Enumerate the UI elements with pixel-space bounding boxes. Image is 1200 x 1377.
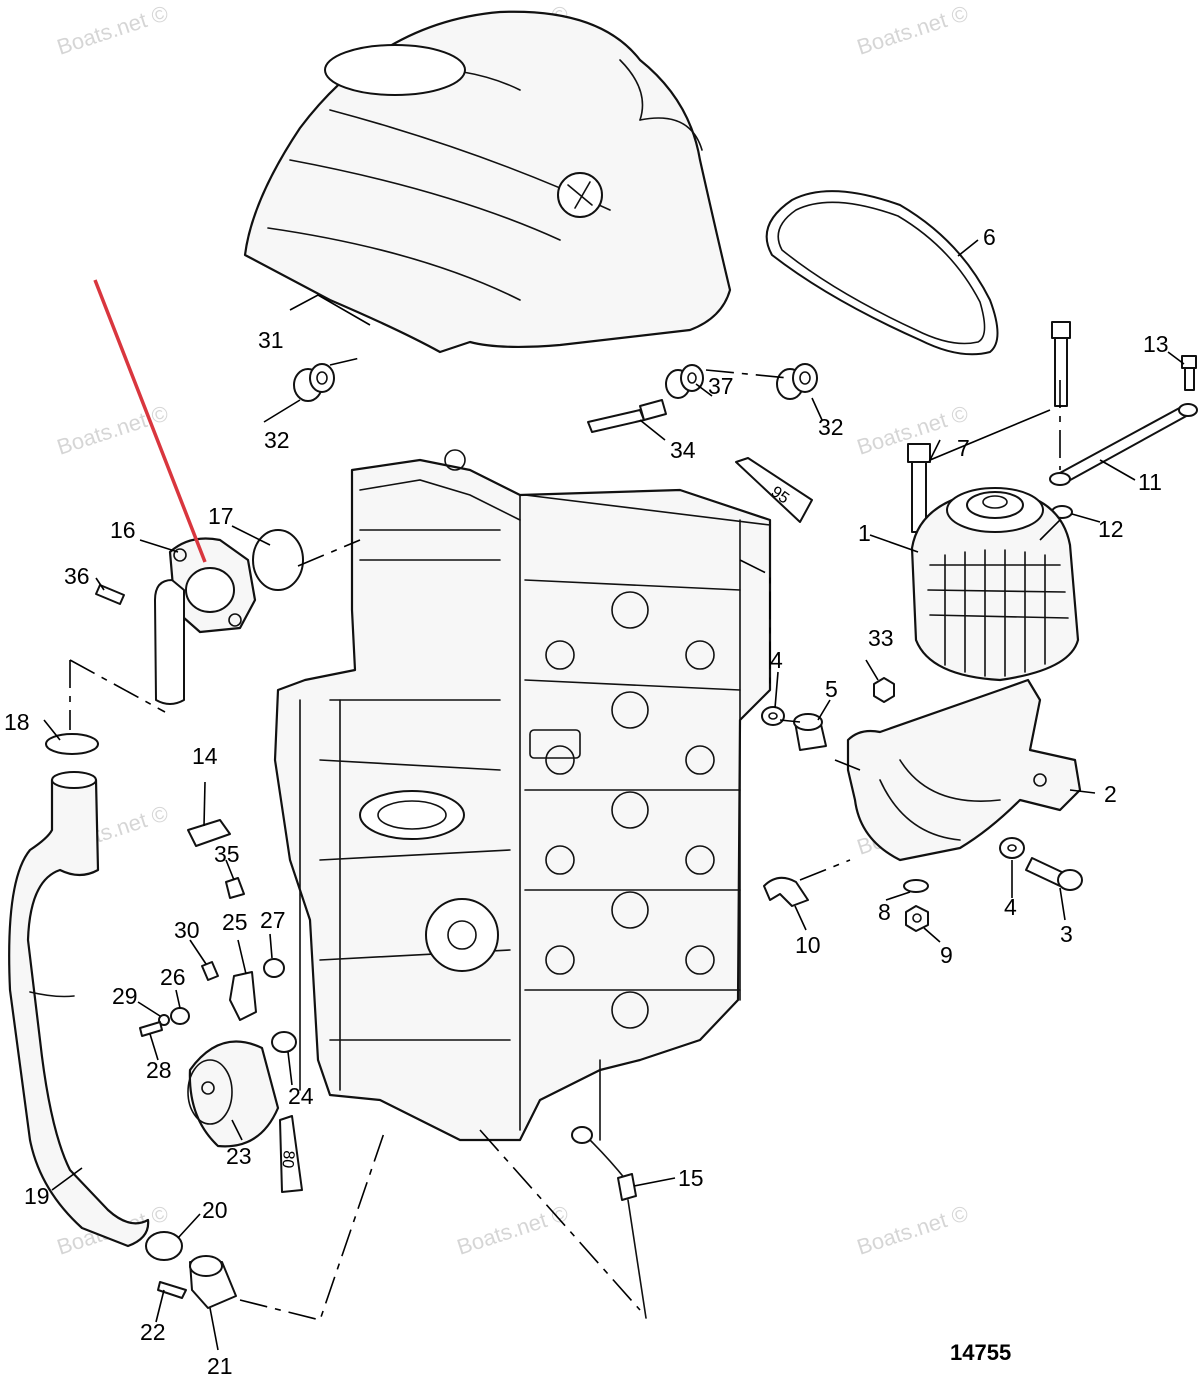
spacer-sleeve bbox=[793, 713, 827, 751]
diagram-id: 14755 bbox=[950, 1340, 1011, 1365]
flywheel-cover bbox=[243, 10, 732, 354]
callout-20: 20 bbox=[202, 1197, 228, 1223]
callout-32: 32 bbox=[818, 414, 844, 440]
callout-23: 23 bbox=[226, 1143, 252, 1169]
callout-12: 12 bbox=[1098, 516, 1124, 542]
bracket-bolt bbox=[1025, 857, 1083, 891]
callout-5: 5 bbox=[825, 676, 838, 702]
callout-4: 4 bbox=[1004, 894, 1017, 920]
watermark: Boats.net © bbox=[54, 0, 171, 59]
callout-4: 4 bbox=[770, 647, 783, 673]
drive-belt bbox=[765, 190, 999, 356]
callout-13: 13 bbox=[1143, 331, 1169, 357]
filter-fitting bbox=[271, 1031, 297, 1053]
fitting-bolt bbox=[157, 1281, 187, 1299]
callout-labels: 1 2 3 4 4 5 6 7 8 9 10 11 12 13 14 15 16… bbox=[4, 224, 1169, 1377]
callout-37: 37 bbox=[708, 373, 734, 399]
stud-bolt bbox=[587, 399, 667, 433]
callout-6: 6 bbox=[983, 224, 996, 250]
callout-17: 17 bbox=[208, 503, 234, 529]
hex-nut bbox=[873, 677, 895, 703]
callout-15: 15 bbox=[678, 1165, 704, 1191]
grommet-center bbox=[665, 364, 704, 399]
alternator-bracket bbox=[846, 678, 1082, 862]
callout-2: 2 bbox=[1104, 781, 1117, 807]
hose-clamp-upper bbox=[45, 733, 99, 755]
callout-31: 31 bbox=[258, 327, 284, 353]
callout-16: 16 bbox=[110, 517, 136, 543]
callout-3: 3 bbox=[1060, 921, 1073, 947]
small-bolt bbox=[1181, 355, 1197, 391]
cable-clamp bbox=[763, 876, 809, 907]
callout-9: 9 bbox=[940, 942, 953, 968]
small-hardware bbox=[139, 958, 285, 1037]
callout-36: 36 bbox=[64, 563, 90, 589]
alternator bbox=[910, 487, 1080, 682]
callout-10: 10 bbox=[795, 932, 821, 958]
callout-1: 1 bbox=[858, 520, 871, 546]
watermark: Boats.net © bbox=[854, 0, 971, 59]
alternator-bolt-lower bbox=[907, 443, 931, 533]
dipstick bbox=[571, 1126, 647, 1319]
sealant-tube-label: 80 bbox=[278, 1150, 296, 1169]
callout-21: 21 bbox=[207, 1353, 233, 1377]
callout-14: 14 bbox=[192, 743, 218, 769]
engine-block bbox=[273, 449, 772, 1142]
callout-34: 34 bbox=[670, 437, 696, 463]
washer-small bbox=[903, 879, 929, 893]
coolant-hose bbox=[8, 771, 150, 1248]
callout-7: 7 bbox=[957, 435, 970, 461]
callout-35: 35 bbox=[214, 841, 240, 867]
callout-19: 19 bbox=[24, 1183, 50, 1209]
red-pointer-line bbox=[93, 279, 207, 563]
hose-clamp-lower bbox=[145, 1231, 183, 1261]
locknut bbox=[905, 905, 929, 932]
watermark: Boats.net © bbox=[854, 1200, 971, 1259]
temperature-sensor bbox=[187, 819, 231, 847]
callout-33: 33 bbox=[868, 625, 894, 651]
thermostat-gasket bbox=[252, 529, 304, 591]
leader-lines bbox=[43, 239, 1185, 1351]
tie-rod bbox=[1049, 403, 1198, 486]
callout-25: 25 bbox=[222, 909, 248, 935]
callout-24: 24 bbox=[288, 1083, 314, 1109]
hose-fitting bbox=[189, 1255, 237, 1309]
callout-11: 11 bbox=[1138, 469, 1162, 495]
grommet-left bbox=[293, 363, 335, 402]
callout-22: 22 bbox=[140, 1319, 166, 1345]
callout-28: 28 bbox=[146, 1057, 172, 1083]
spacer-washer bbox=[761, 706, 785, 726]
sealant-tube-95: 95 bbox=[735, 457, 813, 523]
callout-29: 29 bbox=[112, 983, 138, 1009]
bracket-washer bbox=[999, 837, 1025, 859]
alternator-bolt-upper bbox=[1051, 321, 1071, 407]
thermostat-bolt bbox=[95, 584, 125, 605]
assembly-lines bbox=[69, 357, 1061, 1321]
callout-26: 26 bbox=[160, 964, 186, 990]
sealant-tube-80: 80 bbox=[278, 1115, 303, 1193]
callout-32: 32 bbox=[264, 427, 290, 453]
callout-8: 8 bbox=[878, 899, 891, 925]
thermostat-housing bbox=[154, 537, 257, 705]
callout-30: 30 bbox=[174, 917, 200, 943]
callout-18: 18 bbox=[4, 709, 30, 735]
plug-fitting bbox=[225, 877, 245, 899]
callout-27: 27 bbox=[260, 907, 286, 933]
grommet-right bbox=[776, 363, 818, 400]
oil-filter bbox=[187, 1040, 280, 1148]
watermark: Boats.net © bbox=[454, 1200, 571, 1259]
